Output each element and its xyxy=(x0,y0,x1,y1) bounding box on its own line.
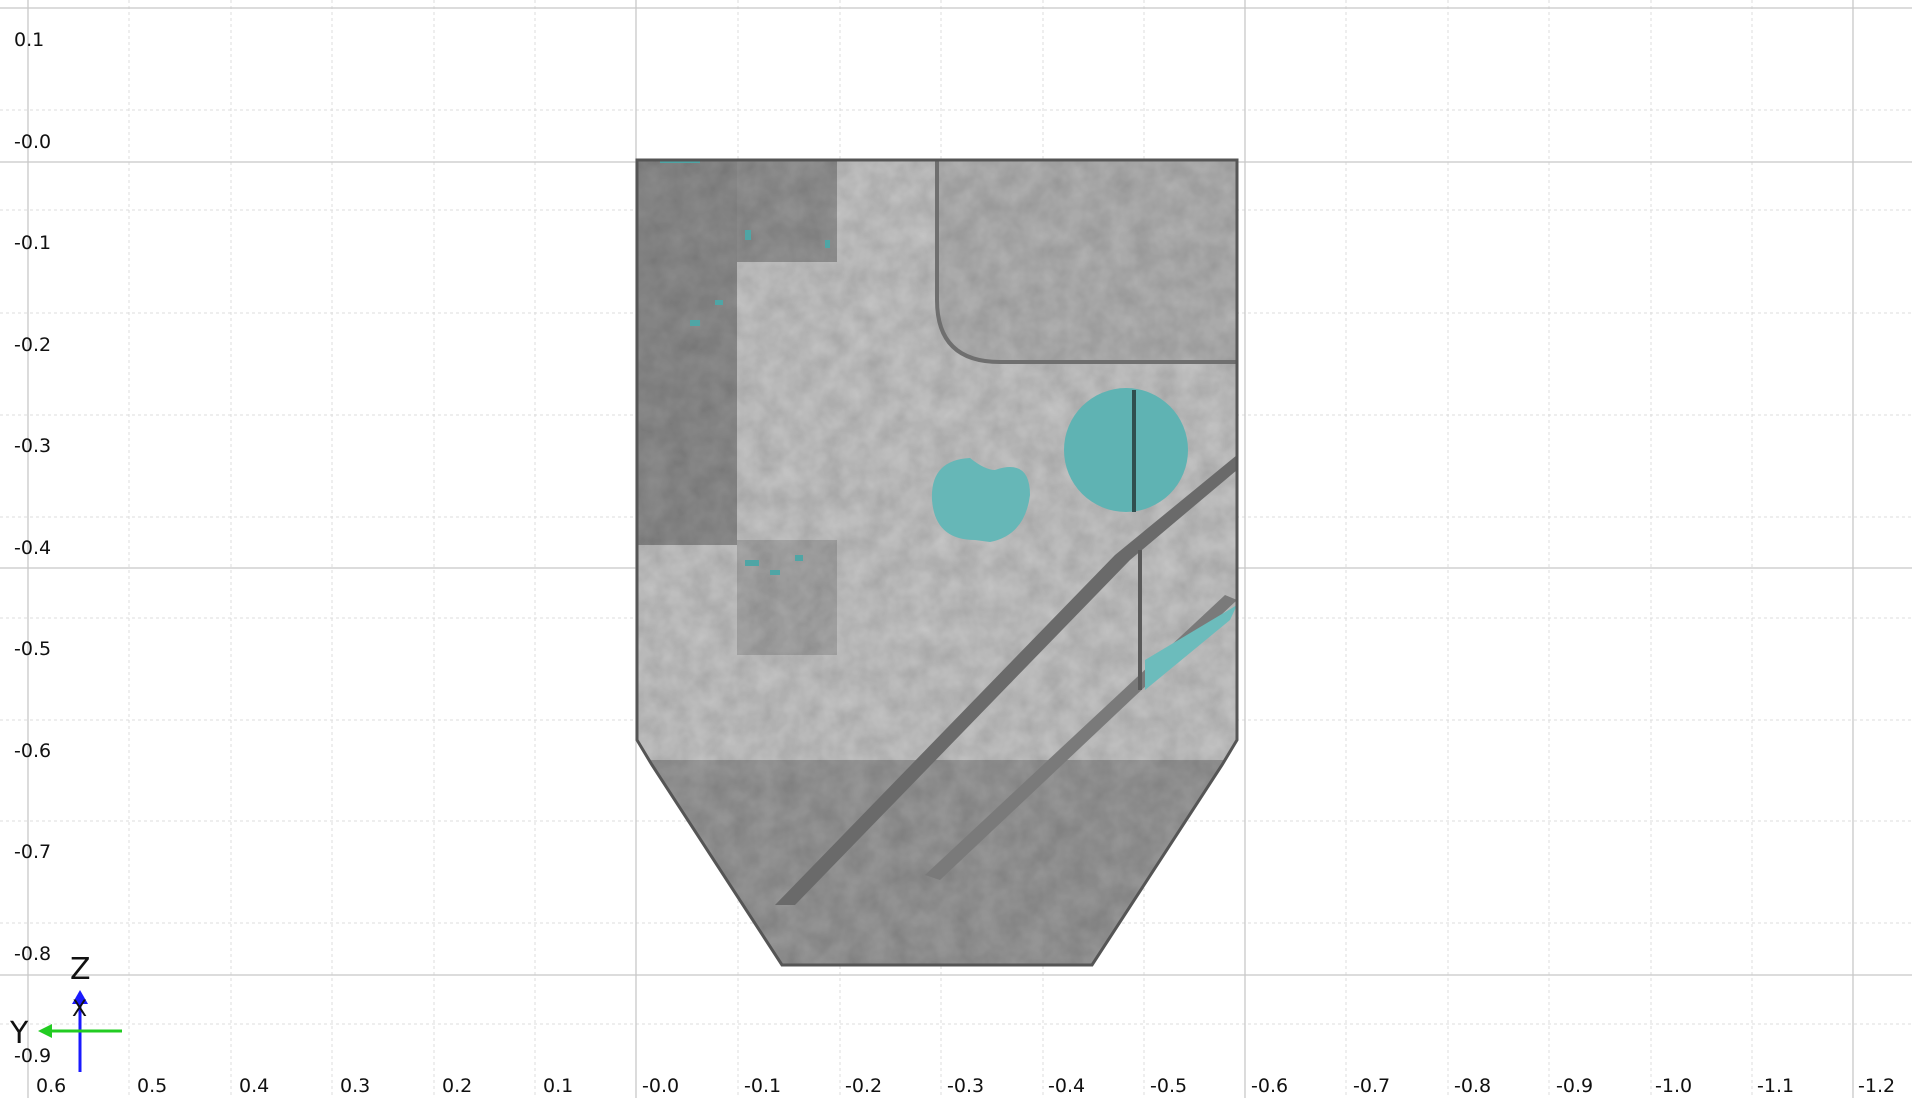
mesh-outline xyxy=(635,158,1239,967)
x-axis-labels: 0.6 0.5 0.4 0.3 0.2 0.1 -0.0 -0.1 -0.2 -… xyxy=(36,1075,1895,1097)
mesh-left-column xyxy=(637,160,737,545)
x-label: -1.0 xyxy=(1655,1075,1692,1097)
gizmo-z-label: Z xyxy=(70,952,91,987)
deviation-wedge xyxy=(1145,605,1237,690)
y-label: -0.9 xyxy=(14,1045,51,1067)
x-label: -0.9 xyxy=(1556,1075,1593,1097)
y-label: 0.1 xyxy=(14,29,44,51)
mesh-bottom-bevel xyxy=(637,760,1237,965)
x-label: 0.2 xyxy=(442,1075,472,1097)
y-label: -0.2 xyxy=(14,334,51,356)
mesh-diagonal-groove-1 xyxy=(775,455,1237,905)
x-label: 0.3 xyxy=(340,1075,370,1097)
x-label: -0.2 xyxy=(845,1075,882,1097)
x-label: -1.2 xyxy=(1858,1075,1895,1097)
deviation-circle-large xyxy=(1064,388,1188,512)
gizmo-z-arrowhead xyxy=(72,990,88,1004)
y-label: -0.4 xyxy=(14,537,51,559)
mesh-top-block xyxy=(737,160,837,262)
x-label: 0.5 xyxy=(137,1075,167,1097)
x-label: -0.6 xyxy=(1251,1075,1288,1097)
x-label: -0.0 xyxy=(642,1075,679,1097)
x-label: 0.4 xyxy=(239,1075,269,1097)
x-label: -0.7 xyxy=(1353,1075,1390,1097)
y-label: -0.3 xyxy=(14,435,51,457)
x-label: -0.3 xyxy=(947,1075,984,1097)
x-label: -0.8 xyxy=(1454,1075,1491,1097)
mesh-inner-channel xyxy=(737,540,837,655)
orientation-gizmo[interactable]: X Z Y xyxy=(9,952,122,1072)
deviation-blob-heart xyxy=(931,458,1030,542)
x-label: -0.1 xyxy=(744,1075,781,1097)
y-label: -0.8 xyxy=(14,943,51,965)
y-label: -0.7 xyxy=(14,841,51,863)
mesh-pocket xyxy=(937,160,1237,362)
x-label: 0.1 xyxy=(543,1075,573,1097)
gizmo-y-arrowhead xyxy=(38,1024,52,1038)
x-label: -1.1 xyxy=(1757,1075,1794,1097)
y-axis-labels: 0.1 -0.0 -0.1 -0.2 -0.3 -0.4 -0.5 -0.6 -… xyxy=(14,29,51,1067)
y-label: -0.0 xyxy=(14,131,51,153)
x-label: 0.6 xyxy=(36,1075,66,1097)
scanned-mesh[interactable] xyxy=(635,158,1239,967)
x-label: -0.5 xyxy=(1150,1075,1187,1097)
gizmo-x-label: X xyxy=(72,997,87,1022)
y-label: -0.6 xyxy=(14,740,51,762)
gizmo-y-label: Y xyxy=(9,1016,29,1051)
x-label: -0.4 xyxy=(1048,1075,1085,1097)
y-label: -0.5 xyxy=(14,638,51,660)
y-label: -0.1 xyxy=(14,232,51,254)
